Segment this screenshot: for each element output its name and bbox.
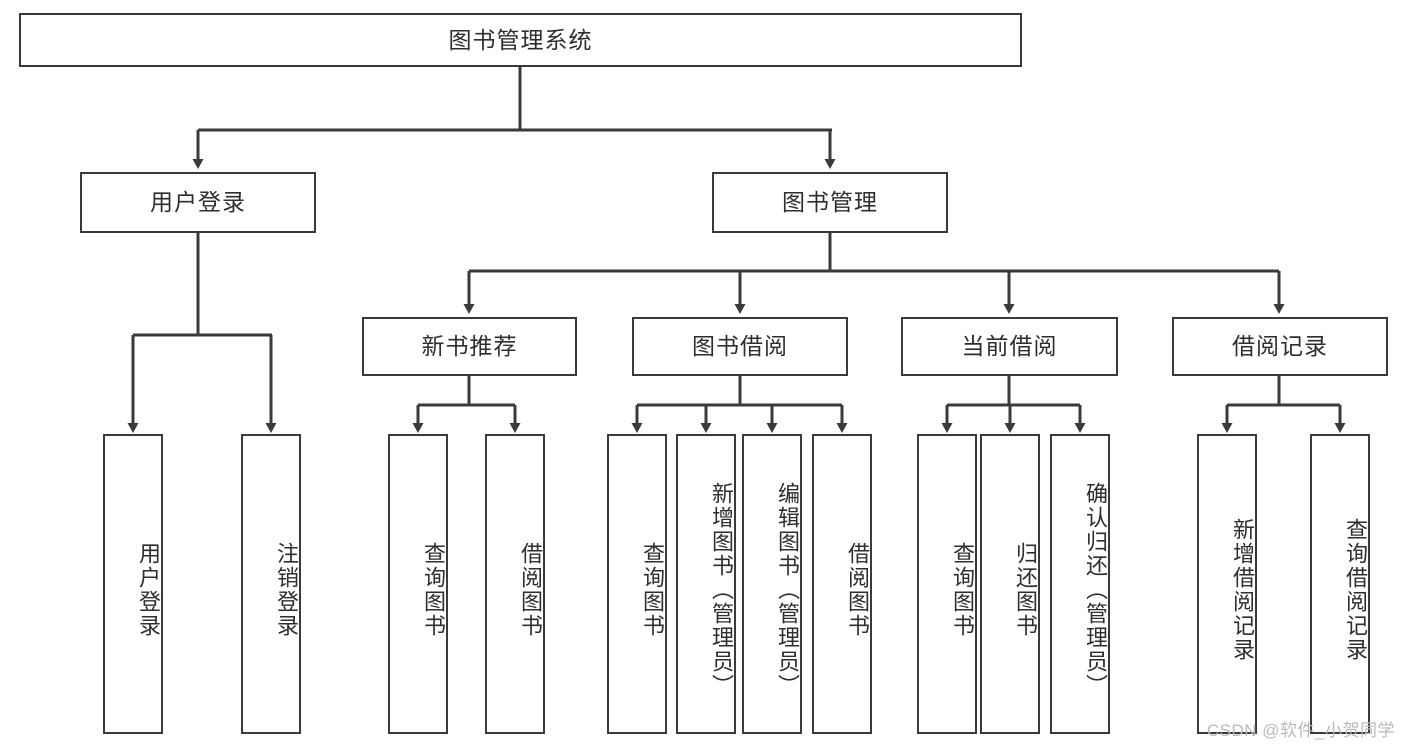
node-leaf-return-book[interactable]: 归还图书 [980,434,1040,734]
node-leaf-return-book-label: 归还图书 [1013,542,1038,638]
node-borrow-record-label: 借阅记录 [1232,333,1328,360]
node-leaf-confirm-return-label: 确认归还（管理员） [1083,482,1108,698]
node-leaf-query-book-1[interactable]: 查询图书 [388,434,448,734]
node-leaf-borrow-book-2[interactable]: 借阅图书 [812,434,872,734]
node-leaf-query-record[interactable]: 查询借阅记录 [1310,434,1370,734]
node-root[interactable]: 图书管理系统 [19,13,1022,67]
node-leaf-query-book-3-label: 查询图书 [950,542,975,638]
node-user-login-label: 用户登录 [150,189,246,216]
node-leaf-add-record-label: 新增借阅记录 [1230,518,1255,662]
node-root-label: 图书管理系统 [448,26,593,53]
node-book-manage[interactable]: 图书管理 [712,172,948,233]
node-borrow-record[interactable]: 借阅记录 [1172,317,1388,376]
node-leaf-add-book-label: 新增图书（管理员） [709,482,734,698]
node-leaf-user-login[interactable]: 用户登录 [103,434,163,734]
node-leaf-query-book-2[interactable]: 查询图书 [607,434,667,734]
node-leaf-borrow-book-1[interactable]: 借阅图书 [485,434,545,734]
node-book-manage-label: 图书管理 [782,189,878,216]
node-leaf-query-book-3[interactable]: 查询图书 [917,434,977,734]
node-leaf-query-book-2-label: 查询图书 [640,542,665,638]
node-book-borrow[interactable]: 图书借阅 [632,317,848,376]
node-new-book-rec[interactable]: 新书推荐 [362,317,577,376]
node-current-borrow[interactable]: 当前借阅 [901,317,1118,376]
node-leaf-logout[interactable]: 注销登录 [241,434,301,734]
node-leaf-borrow-book-1-label: 借阅图书 [518,542,543,638]
watermark-text: CSDN @软件_小贺同学 [1206,721,1395,740]
node-leaf-edit-book[interactable]: 编辑图书（管理员） [742,434,802,734]
node-leaf-borrow-book-2-label: 借阅图书 [845,542,870,638]
node-leaf-add-book[interactable]: 新增图书（管理员） [676,434,736,734]
node-leaf-user-login-label: 用户登录 [136,542,161,638]
node-leaf-confirm-return[interactable]: 确认归还（管理员） [1050,434,1110,734]
node-current-borrow-label: 当前借阅 [961,333,1058,360]
node-book-borrow-label: 图书借阅 [692,333,788,360]
node-new-book-rec-label: 新书推荐 [421,333,518,360]
node-user-login[interactable]: 用户登录 [80,172,316,233]
node-leaf-query-record-label: 查询借阅记录 [1343,518,1368,662]
node-leaf-logout-label: 注销登录 [274,542,299,638]
node-leaf-edit-book-label: 编辑图书（管理员） [775,482,800,698]
node-leaf-add-record[interactable]: 新增借阅记录 [1197,434,1257,734]
node-leaf-query-book-1-label: 查询图书 [421,542,446,638]
